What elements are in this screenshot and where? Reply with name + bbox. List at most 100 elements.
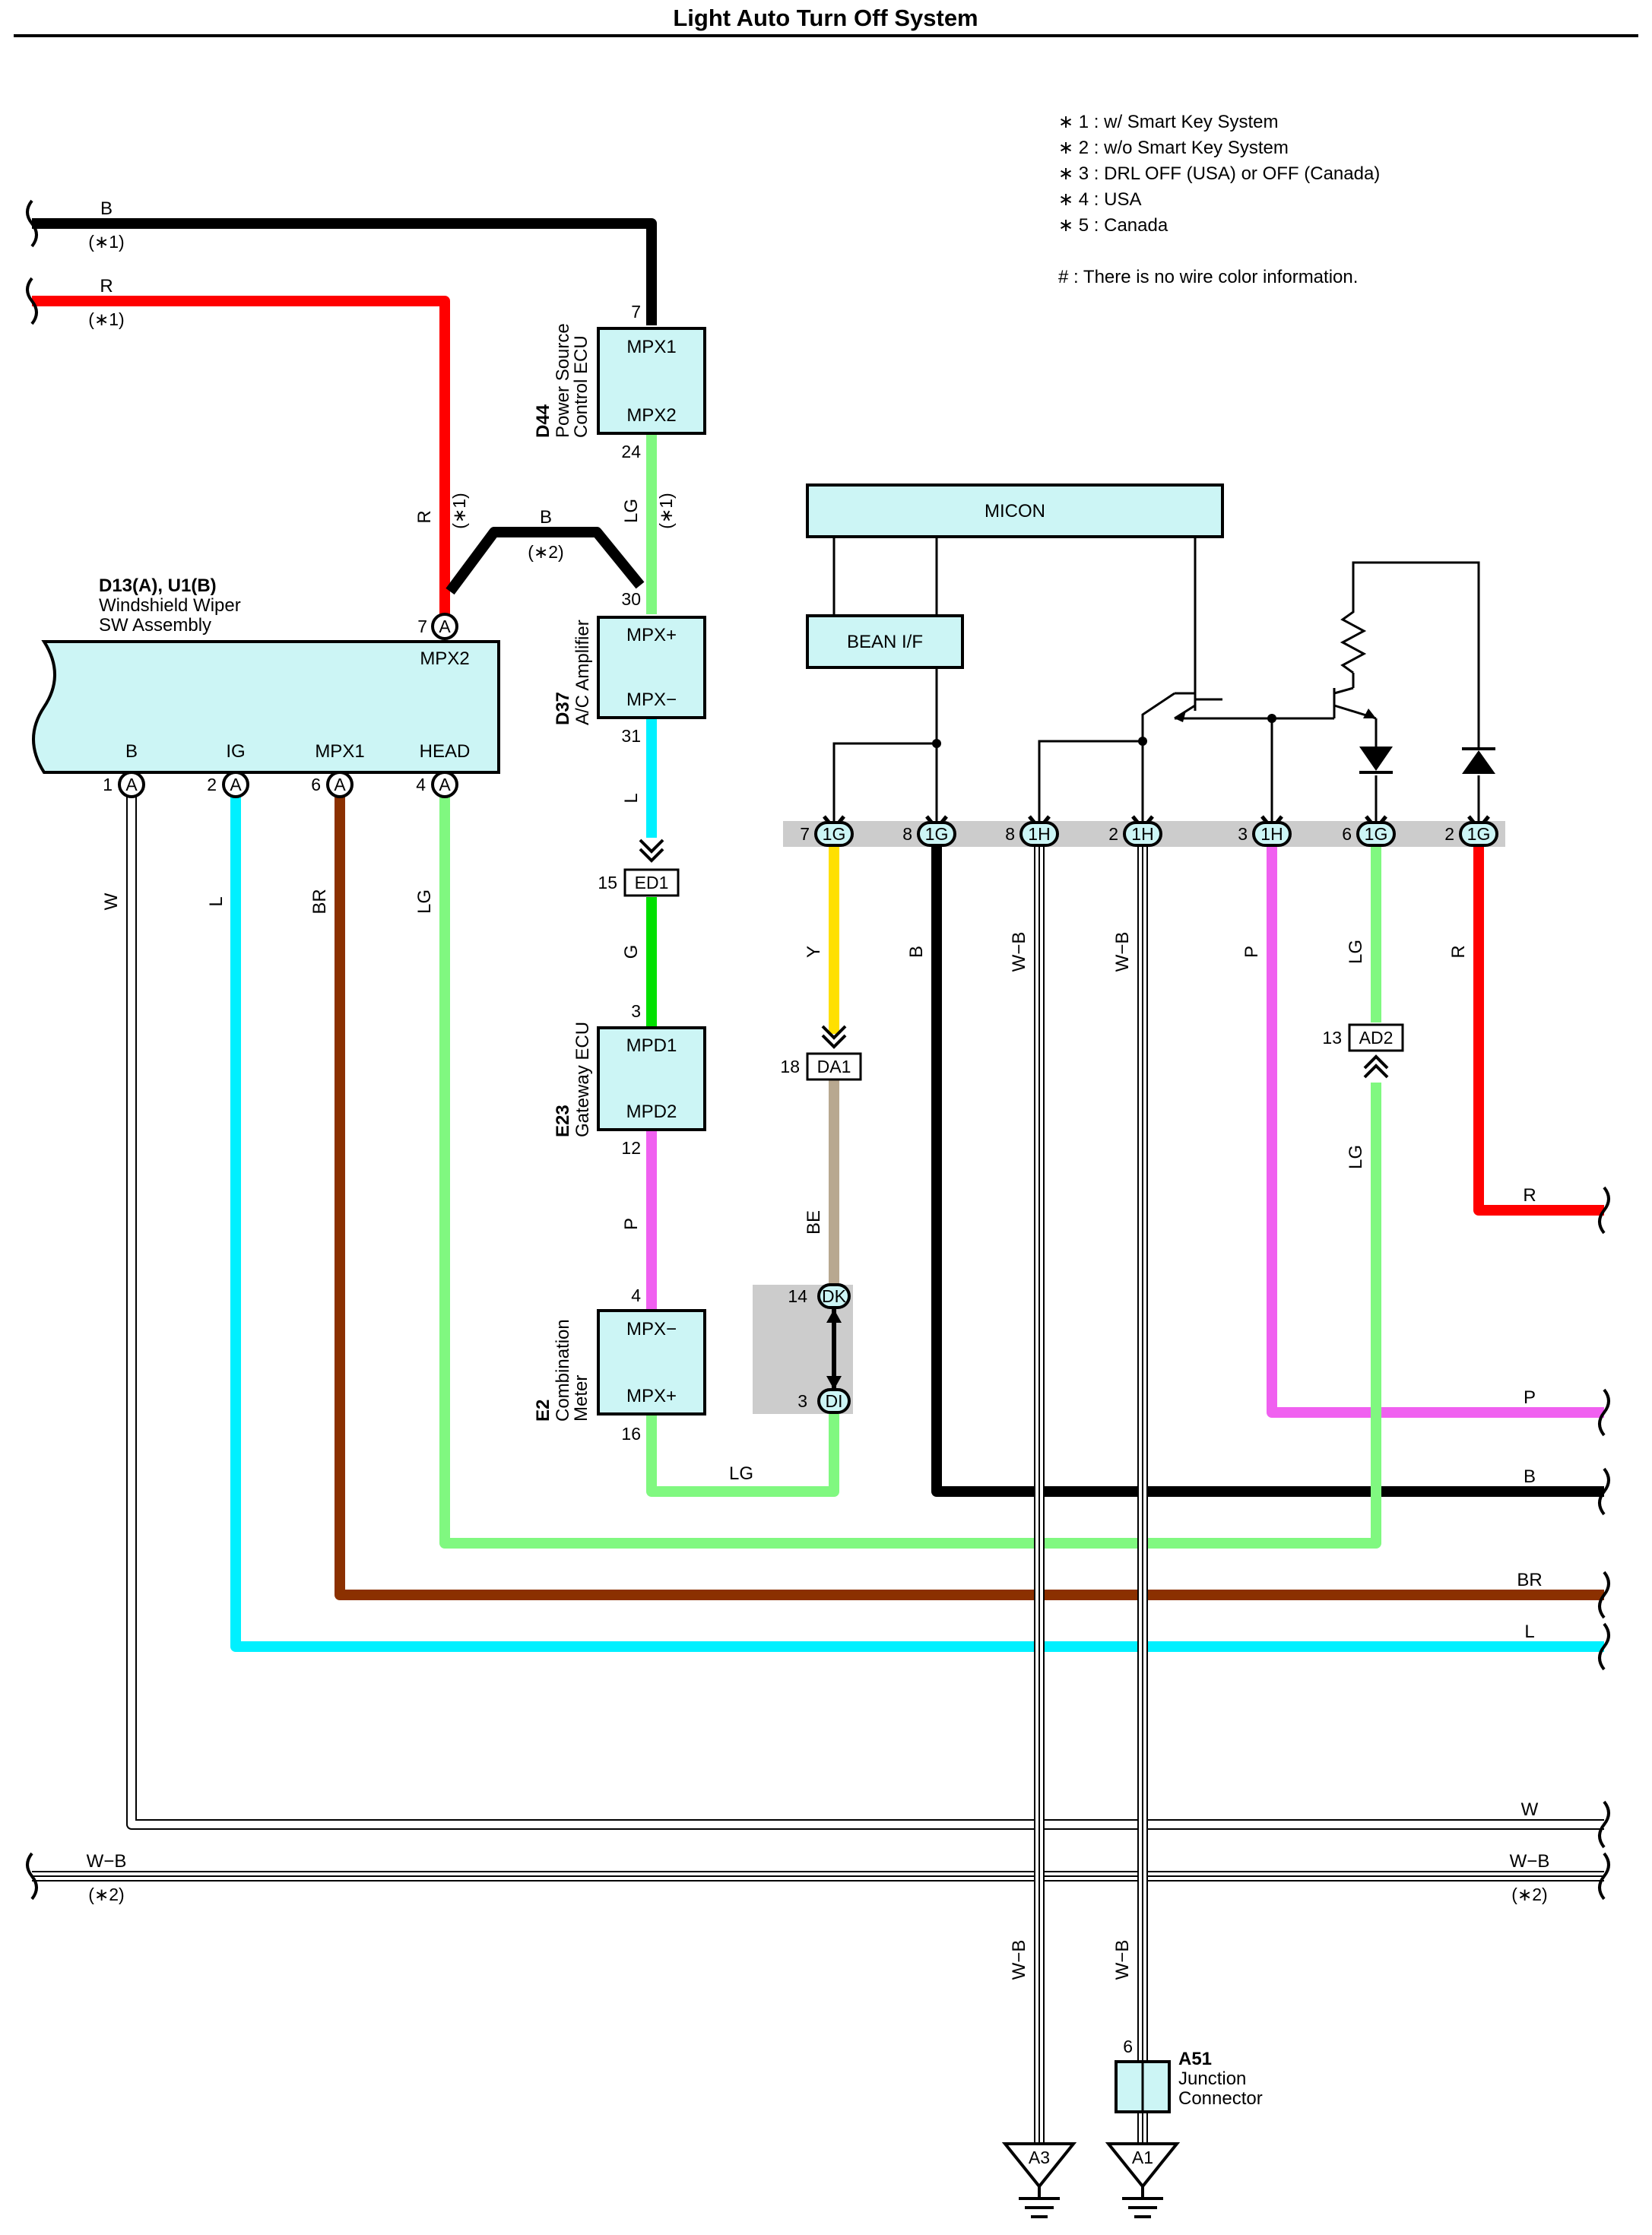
ecu-pin-1g-8: 1G8	[902, 821, 956, 847]
ecu-pin-1g-7: 1G 7	[800, 821, 854, 847]
da1-box	[806, 1052, 862, 1081]
label-r-vert: R	[414, 510, 435, 523]
d44-term-7: 7	[631, 302, 641, 322]
wire-b-top	[32, 218, 657, 325]
note-3: ∗ 3 : DRL OFF (USA) or OFF (Canada)	[1058, 163, 1380, 184]
wiper-pin-mpx1: MPX1	[315, 741, 364, 762]
ecu-pin-conn-label: 1G	[1467, 824, 1491, 844]
ground-a1: A1	[1105, 2142, 1181, 2218]
ecu-pin-term: 7	[800, 824, 810, 844]
label-p-e23: P	[621, 1218, 642, 1230]
e2-name-1: Combination	[553, 1319, 573, 1422]
d44-pin-mpx1: MPX1	[626, 337, 676, 357]
micon-box	[806, 483, 1224, 538]
da1-term: 18	[780, 1057, 800, 1076]
connector-da1: DA1 18	[780, 1025, 862, 1081]
a3-label: A3	[1029, 2148, 1050, 2167]
e23-box	[597, 1026, 706, 1131]
dk-pin	[817, 1283, 851, 1309]
wiper-conn-mpx1: A 6	[311, 771, 354, 798]
label-wb-a3: W−B	[1009, 1940, 1029, 1980]
di-label: DI	[826, 1391, 843, 1411]
label-lg-1g6: LG	[1346, 940, 1366, 964]
ecu-pin-term: 6	[1342, 824, 1352, 844]
d44-pin-mpx2: MPX2	[626, 405, 676, 426]
ecu-pin-1g-2: 1G 2	[1444, 821, 1498, 847]
wiper-conn-mpx2: A 7	[417, 613, 458, 640]
wiper-pin-ig: IG	[226, 741, 245, 762]
label-right-b: B	[1524, 1466, 1536, 1487]
e23-pin-mpd1: MPD1	[626, 1035, 677, 1056]
diode-1g2	[1462, 747, 1495, 774]
e2-name-2: Meter	[571, 1375, 591, 1422]
e2-term-4: 4	[631, 1286, 641, 1305]
wiper-name-2: SW Assembly	[99, 615, 211, 636]
label-b-diag: B	[540, 507, 552, 528]
d44-box	[597, 327, 706, 435]
transistor-1-arrow	[1175, 711, 1186, 722]
note-1: ∗ 1 : w/ Smart Key System	[1058, 112, 1279, 132]
label-right-r: R	[1523, 1185, 1536, 1206]
ecu-pin-conn-label: 1G	[925, 824, 949, 844]
ecu-pin-conn-label: 1G	[823, 824, 846, 844]
ecu-pin-1g-6: 1G6	[1342, 821, 1396, 847]
ed1-term: 15	[598, 873, 617, 892]
label-r-top: R	[100, 276, 113, 296]
d37-pin-mpxm: MPX−	[626, 690, 677, 710]
label-b-1g8: B	[906, 946, 927, 958]
svg-text:A: A	[230, 775, 242, 794]
wiper-box	[32, 640, 500, 774]
ecu-pin-term: 2	[1444, 824, 1454, 844]
d44-term-24: 24	[621, 442, 641, 461]
label-b-top-note: (∗1)	[88, 232, 124, 252]
bean-box	[806, 614, 964, 669]
wiper-term-4: 4	[416, 775, 426, 794]
e23-term-12: 12	[621, 1138, 641, 1158]
wire-r-right	[1473, 845, 1604, 1216]
e2-term-16: 16	[621, 1424, 641, 1444]
da1-label: DA1	[817, 1057, 851, 1076]
e2-box	[597, 1309, 706, 1416]
label-br: BR	[309, 889, 330, 914]
wiper-conn-b: A 1	[103, 771, 145, 798]
svg-text:A: A	[334, 775, 346, 794]
wire-lg-e2	[646, 1412, 839, 1497]
d37-term-30: 30	[621, 589, 641, 609]
d44-name-2: Control ECU	[571, 335, 591, 438]
component-d37: MPX+ MPX− 30 31 D37 A/C Amplifier	[553, 589, 706, 746]
wire-lg-head	[439, 791, 1381, 1549]
ecu-pin-box	[814, 821, 854, 847]
ed1-label: ED1	[635, 873, 669, 892]
a1-label: A1	[1132, 2148, 1153, 2167]
label-b-top: B	[100, 198, 113, 219]
wiper-conn-ig: A 2	[207, 771, 249, 798]
wiper-pin-head: HEAD	[420, 741, 471, 762]
ecu-pin-box	[1459, 821, 1498, 847]
ed1-box	[623, 868, 680, 897]
svg-text:A: A	[439, 617, 451, 636]
a51-name-2: Connector	[1178, 2088, 1263, 2109]
label-l-d37: L	[621, 793, 642, 803]
ecu-pin-term: 3	[1238, 824, 1248, 844]
label-wb-left-note: (∗2)	[88, 1885, 124, 1904]
wiper-code: D13(A), U1(B)	[99, 575, 217, 596]
diode-1g6	[1359, 747, 1393, 774]
wiper-term-6: 6	[311, 775, 321, 794]
ecu-internal-lines	[832, 537, 1480, 825]
component-e2: MPX− MPX+ 4 16 E2 Combination Meter	[533, 1286, 706, 1444]
wiper-term-7: 7	[417, 617, 427, 636]
ecu-pin-term: 2	[1108, 824, 1118, 844]
label-wb-right-note: (∗2)	[1511, 1885, 1547, 1904]
a51-term: 6	[1123, 2037, 1133, 2056]
a51-code: A51	[1178, 2049, 1212, 2069]
e23-code: E23	[553, 1105, 573, 1137]
ecu-pin-box	[1252, 821, 1292, 847]
label-right-p: P	[1524, 1387, 1536, 1408]
label-lg-ad2: LG	[1346, 1145, 1366, 1169]
note-4: ∗ 4 : USA	[1058, 189, 1141, 210]
label-lg-d44-note: (∗1)	[656, 493, 676, 528]
label-p-1h3: P	[1241, 946, 1262, 958]
ecu-pin-conn-label: 1H	[1260, 824, 1283, 844]
